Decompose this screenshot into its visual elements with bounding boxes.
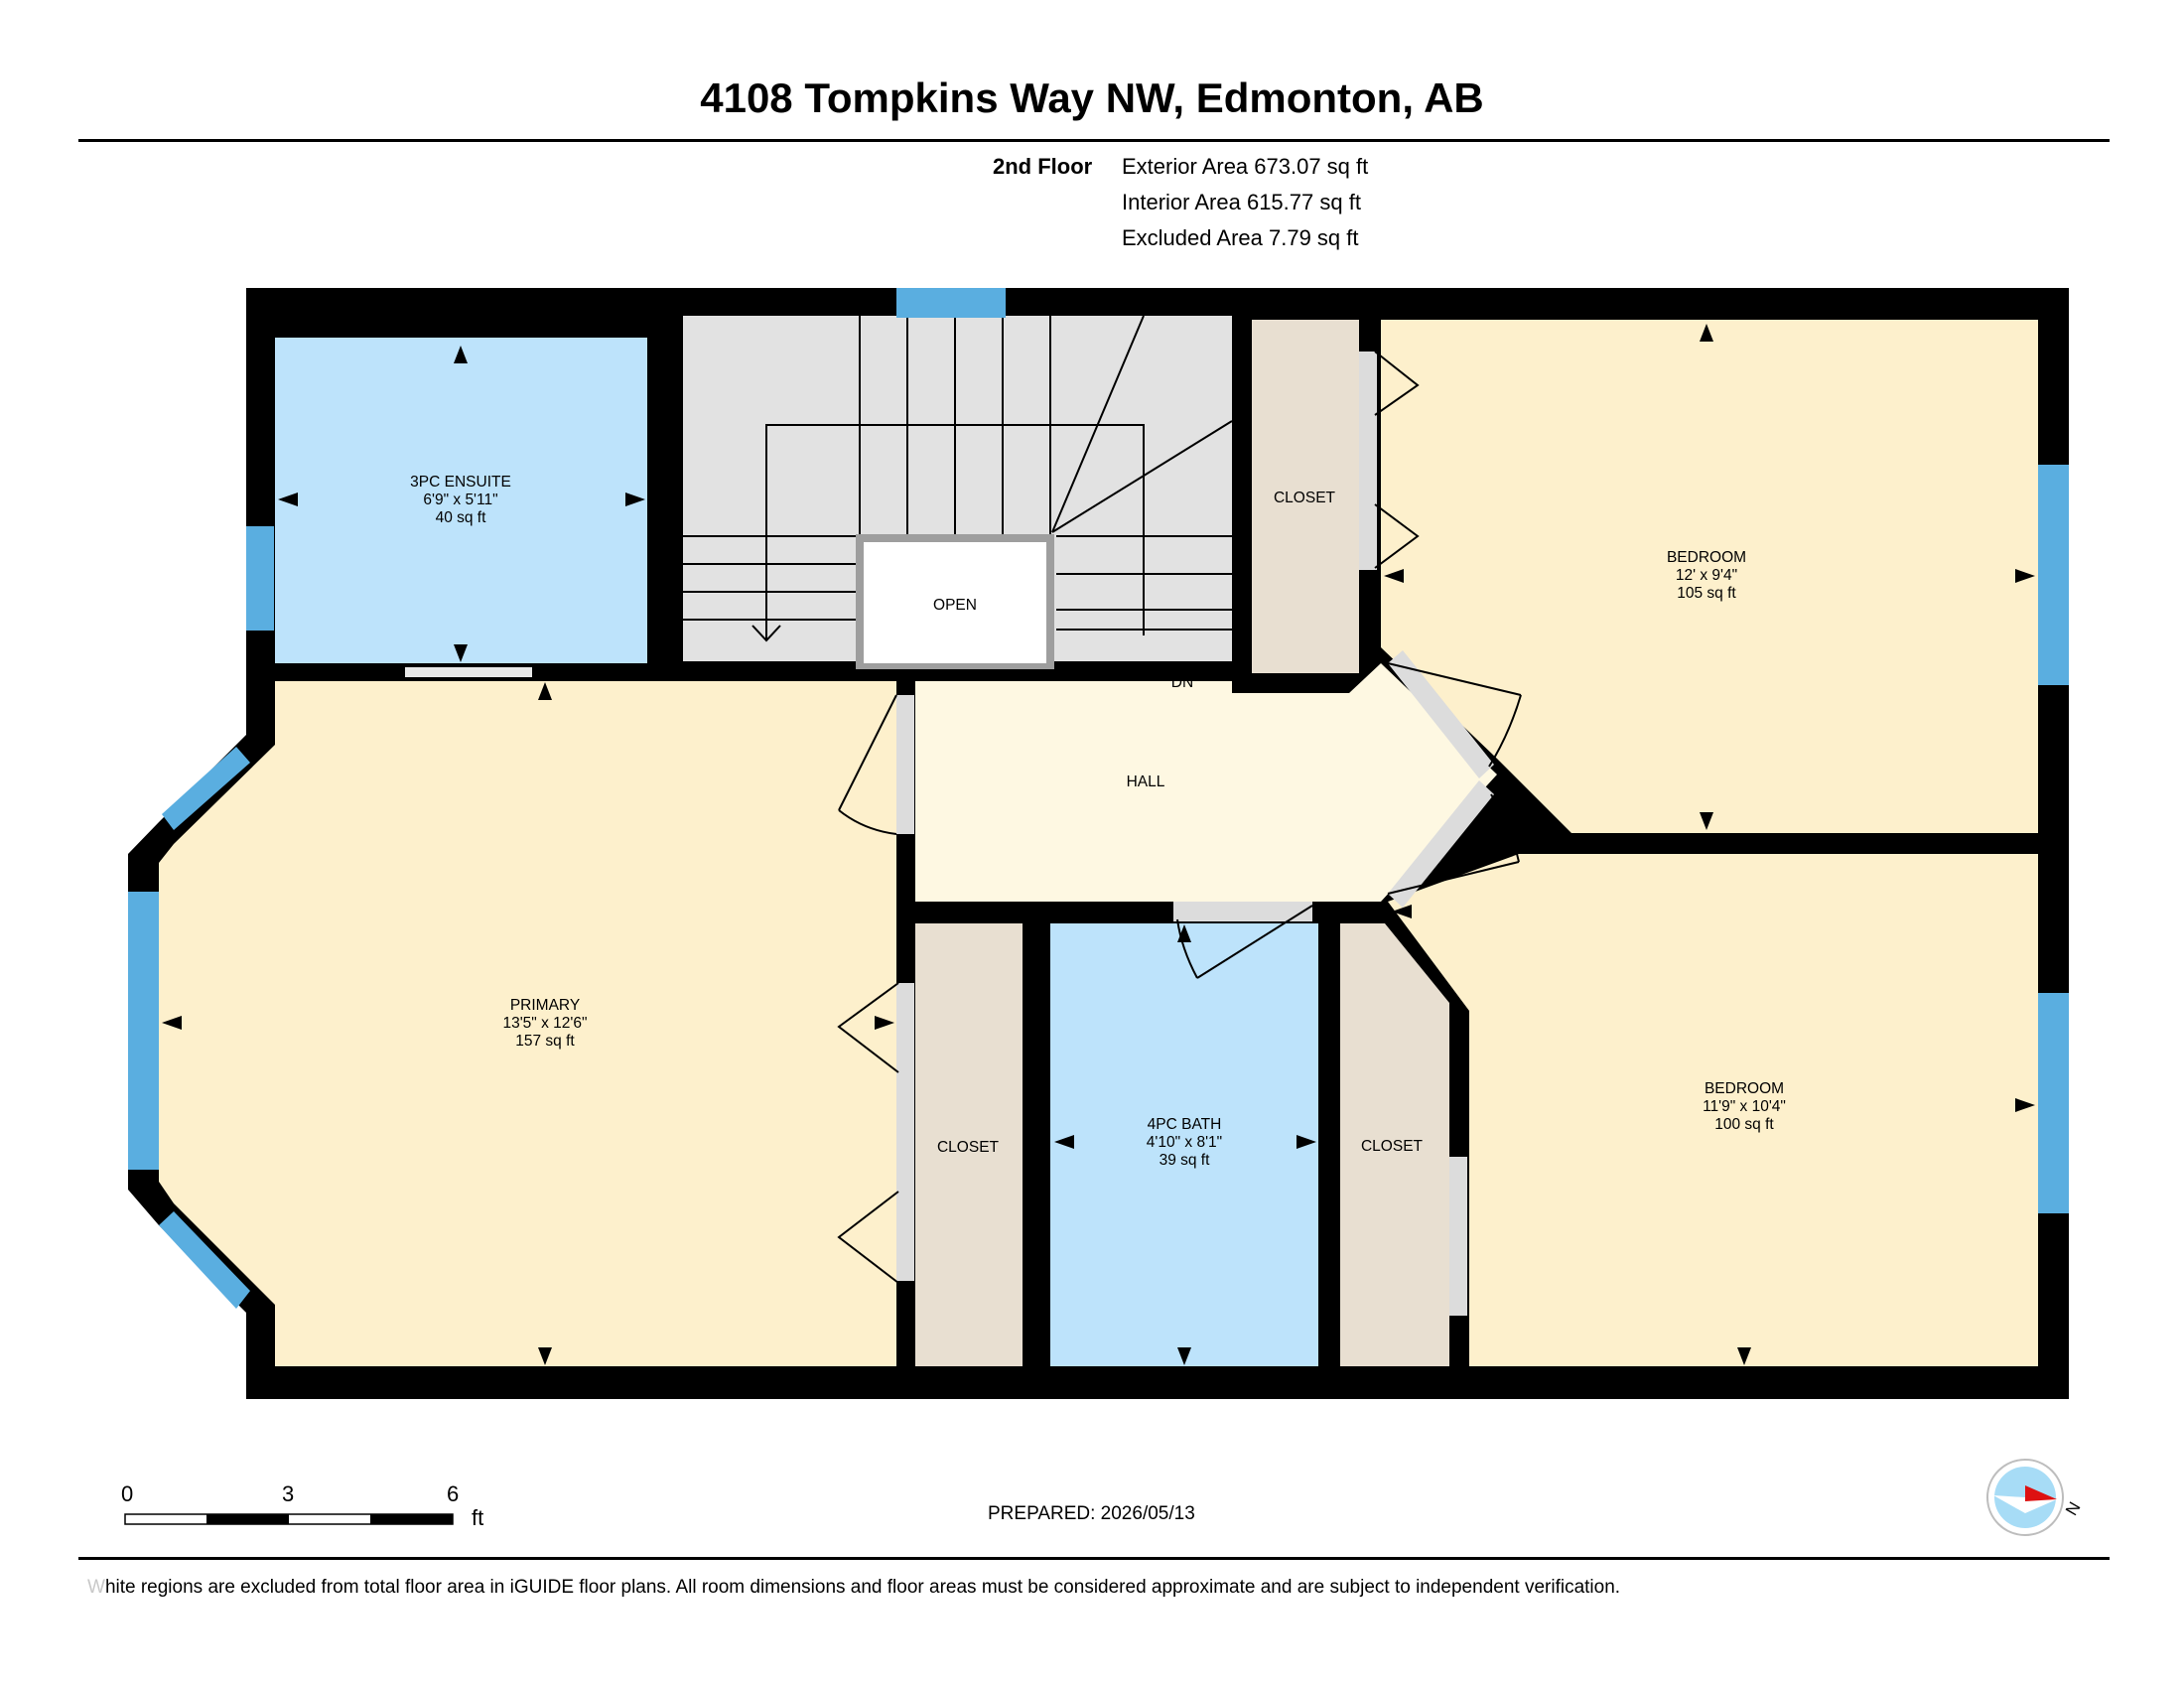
stair-wall-top [663, 288, 683, 663]
exterior-area: Exterior Area 673.07 sq ft [1122, 154, 1369, 179]
ensuite-name: 3PC ENSUITE [410, 474, 511, 491]
bedroom-2-area: 100 sq ft [1714, 1116, 1774, 1133]
bedroom-1-dims: 12' x 9'4" [1676, 567, 1737, 584]
closet-primary-fill [915, 923, 1023, 1366]
scale-unit: ft [472, 1505, 484, 1530]
bath-dims: 4'10" x 8'1" [1147, 1134, 1222, 1151]
dimension-arrows [162, 324, 2035, 1365]
primary-name: PRIMARY [510, 997, 580, 1014]
bedroom-1-name: BEDROOM [1667, 549, 1746, 566]
scale-bar [124, 1513, 454, 1525]
open-label: OPEN [933, 597, 977, 614]
compass-north-label: N [2062, 1498, 2085, 1518]
ensuite-fill [275, 338, 647, 663]
header-divider [78, 139, 2110, 142]
hall-label: HALL [1127, 774, 1165, 790]
stair-treads [681, 315, 1233, 642]
disclaimer: White regions are excluded from total fl… [87, 1577, 1620, 1599]
windows [128, 288, 2069, 1309]
bedroom-1-fill [1381, 320, 2038, 833]
scale-tick-3: 3 [282, 1481, 295, 1506]
disclaimer-text: hite regions are excluded from total flo… [104, 1577, 1621, 1598]
hall-fill [915, 663, 1497, 902]
bedroom-2-dims: 11'9" x 10'4" [1703, 1098, 1786, 1115]
interior-area: Interior Area 615.77 sq ft [1122, 190, 1361, 214]
floor-label: 2nd Floor [993, 154, 1093, 179]
ensuite-area: 40 sq ft [436, 509, 487, 526]
closet-mid-label: CLOSET [1361, 1138, 1424, 1155]
bedroom-2-name: BEDROOM [1705, 1080, 1784, 1097]
closet-primary-label: CLOSET [937, 1139, 1000, 1156]
bath-area: 39 sq ft [1160, 1152, 1211, 1169]
primary-area: 157 sq ft [515, 1033, 575, 1050]
prepared-date: PREPARED: 2026/05/13 [988, 1503, 1195, 1524]
doors [405, 351, 1522, 1316]
bath-name: 4PC BATH [1148, 1116, 1222, 1133]
disclaimer-first-letter: W [87, 1577, 105, 1598]
compass-icon: N [1986, 1459, 2085, 1536]
footer-divider [78, 1557, 2110, 1560]
primary-dims: 13'5" x 12'6" [502, 1015, 587, 1032]
primary-fill [159, 681, 896, 1366]
closet-top-fill [1252, 320, 1359, 673]
ensuite-dims: 6'9" x 5'11" [423, 492, 497, 508]
closet-top-label: CLOSET [1274, 490, 1336, 506]
bedroom-2-fill [1388, 854, 2038, 1366]
scale-tick-6: 6 [447, 1481, 460, 1506]
scale-tick-0: 0 [121, 1481, 134, 1506]
bath-fill [1050, 923, 1318, 1366]
excluded-area: Excluded Area 7.79 sq ft [1122, 225, 1359, 250]
bedroom-1-area: 105 sq ft [1677, 585, 1736, 602]
open-void-inner [864, 542, 1046, 663]
page-title: 4108 Tompkins Way NW, Edmonton, AB [700, 74, 1484, 121]
stairs-dn-label: DN [1171, 674, 1193, 691]
closet-mid-fill [1340, 923, 1449, 1366]
